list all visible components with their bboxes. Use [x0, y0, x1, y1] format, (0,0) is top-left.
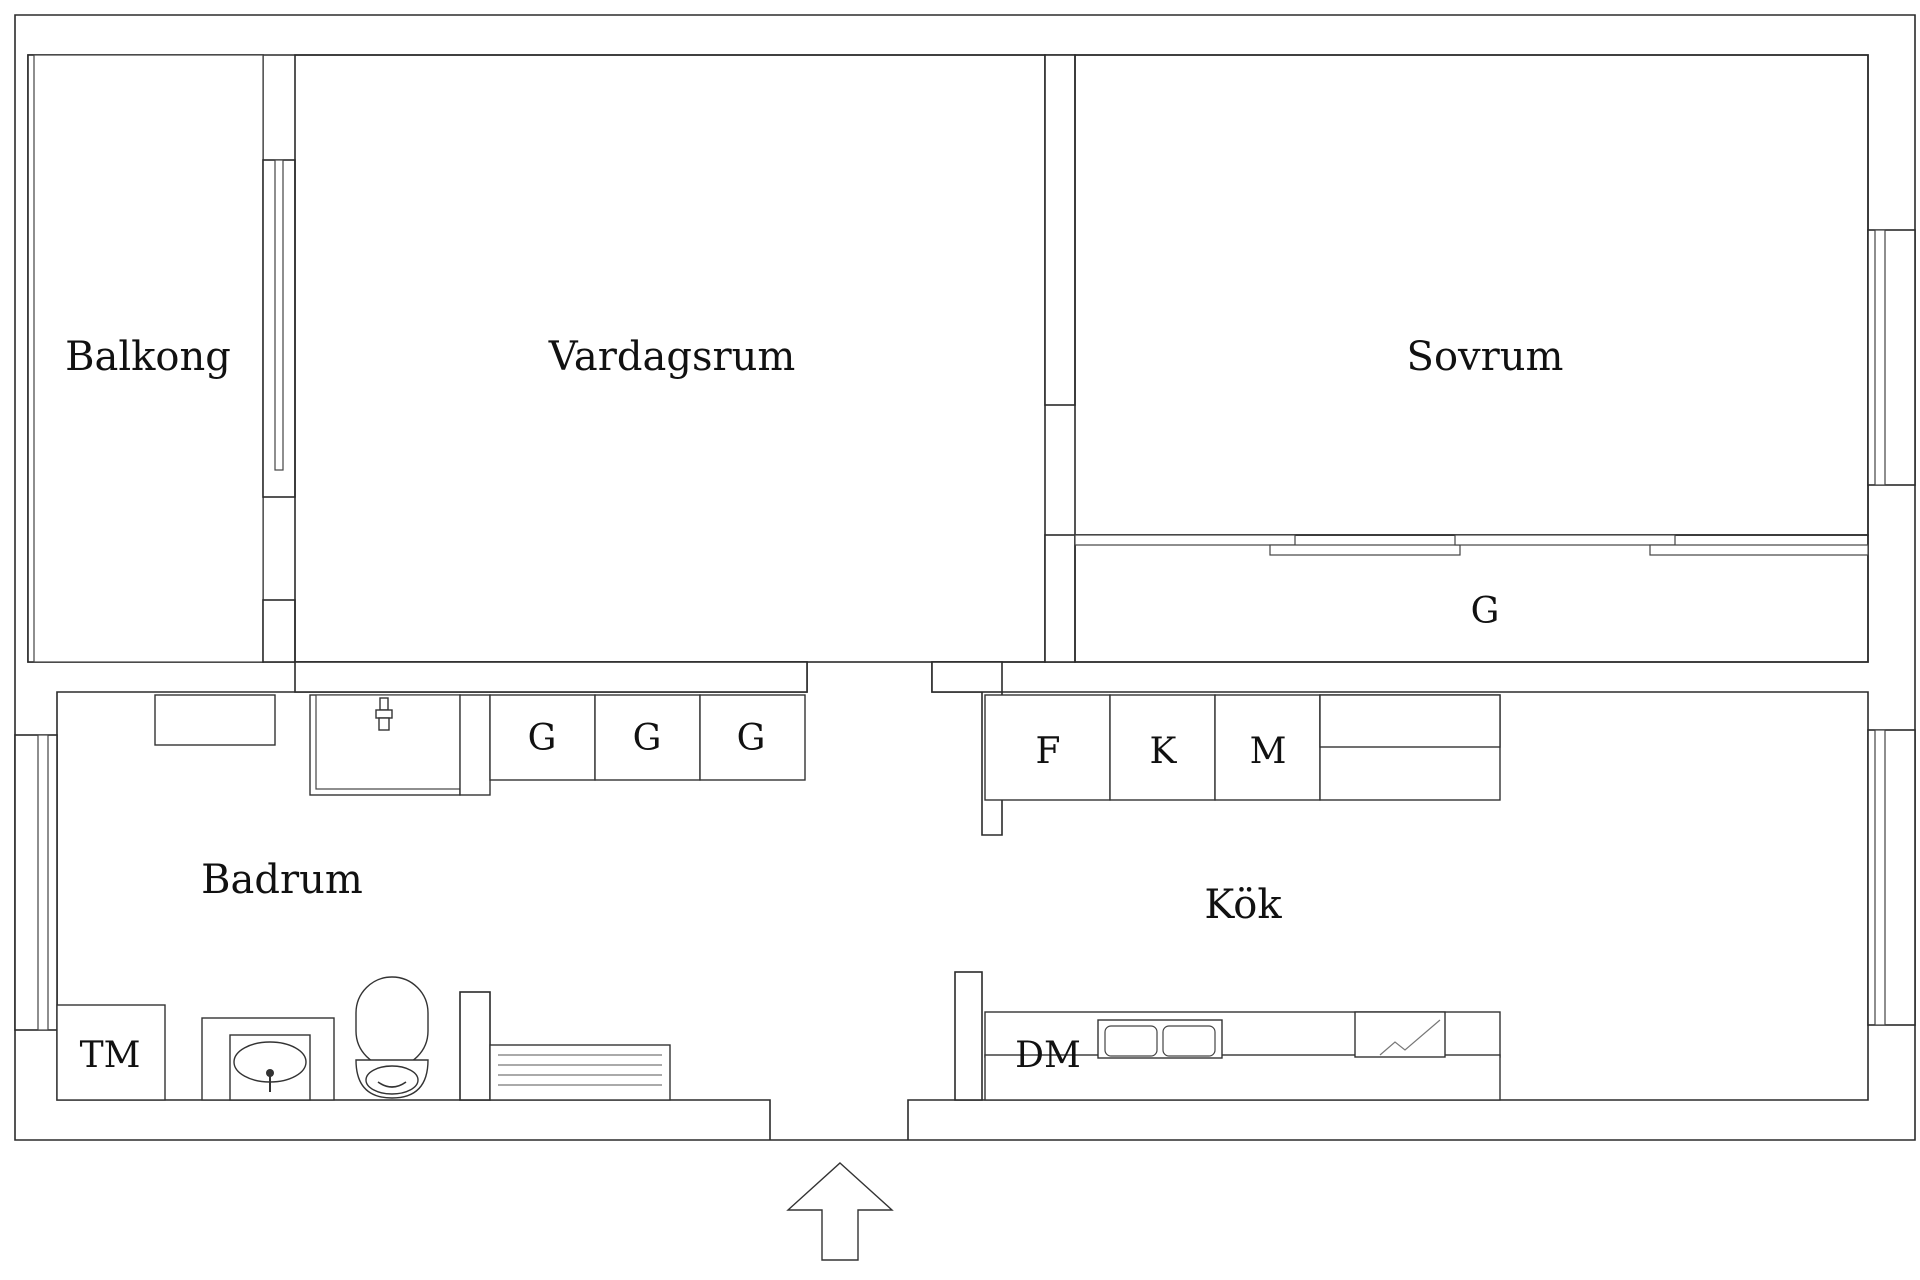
- shelf: [154, 694, 276, 746]
- closet-label: G: [528, 718, 557, 759]
- room-label-kok: Kök: [1204, 882, 1282, 928]
- washing-machine: [56, 1004, 166, 1101]
- interior-walls: [14, 54, 1916, 1101]
- freezer-label: K: [1150, 731, 1178, 772]
- shower-icon-head: [375, 697, 393, 731]
- closet-label: G: [737, 718, 766, 759]
- bathroom-fixtures: [56, 694, 671, 1101]
- sink-icon: [201, 1017, 335, 1101]
- kitchen-fixtures: [984, 694, 1501, 1101]
- hall-closets: [489, 694, 806, 781]
- room-label-badrum: Badrum: [201, 857, 363, 903]
- kitchen-sink-icon: [1097, 1019, 1223, 1059]
- radiator-icon: [489, 1044, 671, 1101]
- room-label-sovrum: Sovrum: [1407, 334, 1564, 380]
- microwave-label: M: [1250, 731, 1287, 772]
- washing-machine-label: TM: [80, 1035, 141, 1076]
- toilet-icon: [355, 976, 429, 1099]
- dishwasher-label: DM: [1015, 1035, 1081, 1076]
- room-label-balkong: Balkong: [65, 334, 231, 380]
- balcony-walls: [27, 54, 296, 663]
- room-label-vardagsrum: Vardagsrum: [548, 334, 796, 380]
- fridge-label: F: [1036, 731, 1061, 772]
- stove-icon: [1354, 1011, 1446, 1058]
- closet-label: G: [633, 718, 662, 759]
- entrance-arrow-icon: [786, 1162, 894, 1261]
- closet-label: G: [1471, 591, 1500, 632]
